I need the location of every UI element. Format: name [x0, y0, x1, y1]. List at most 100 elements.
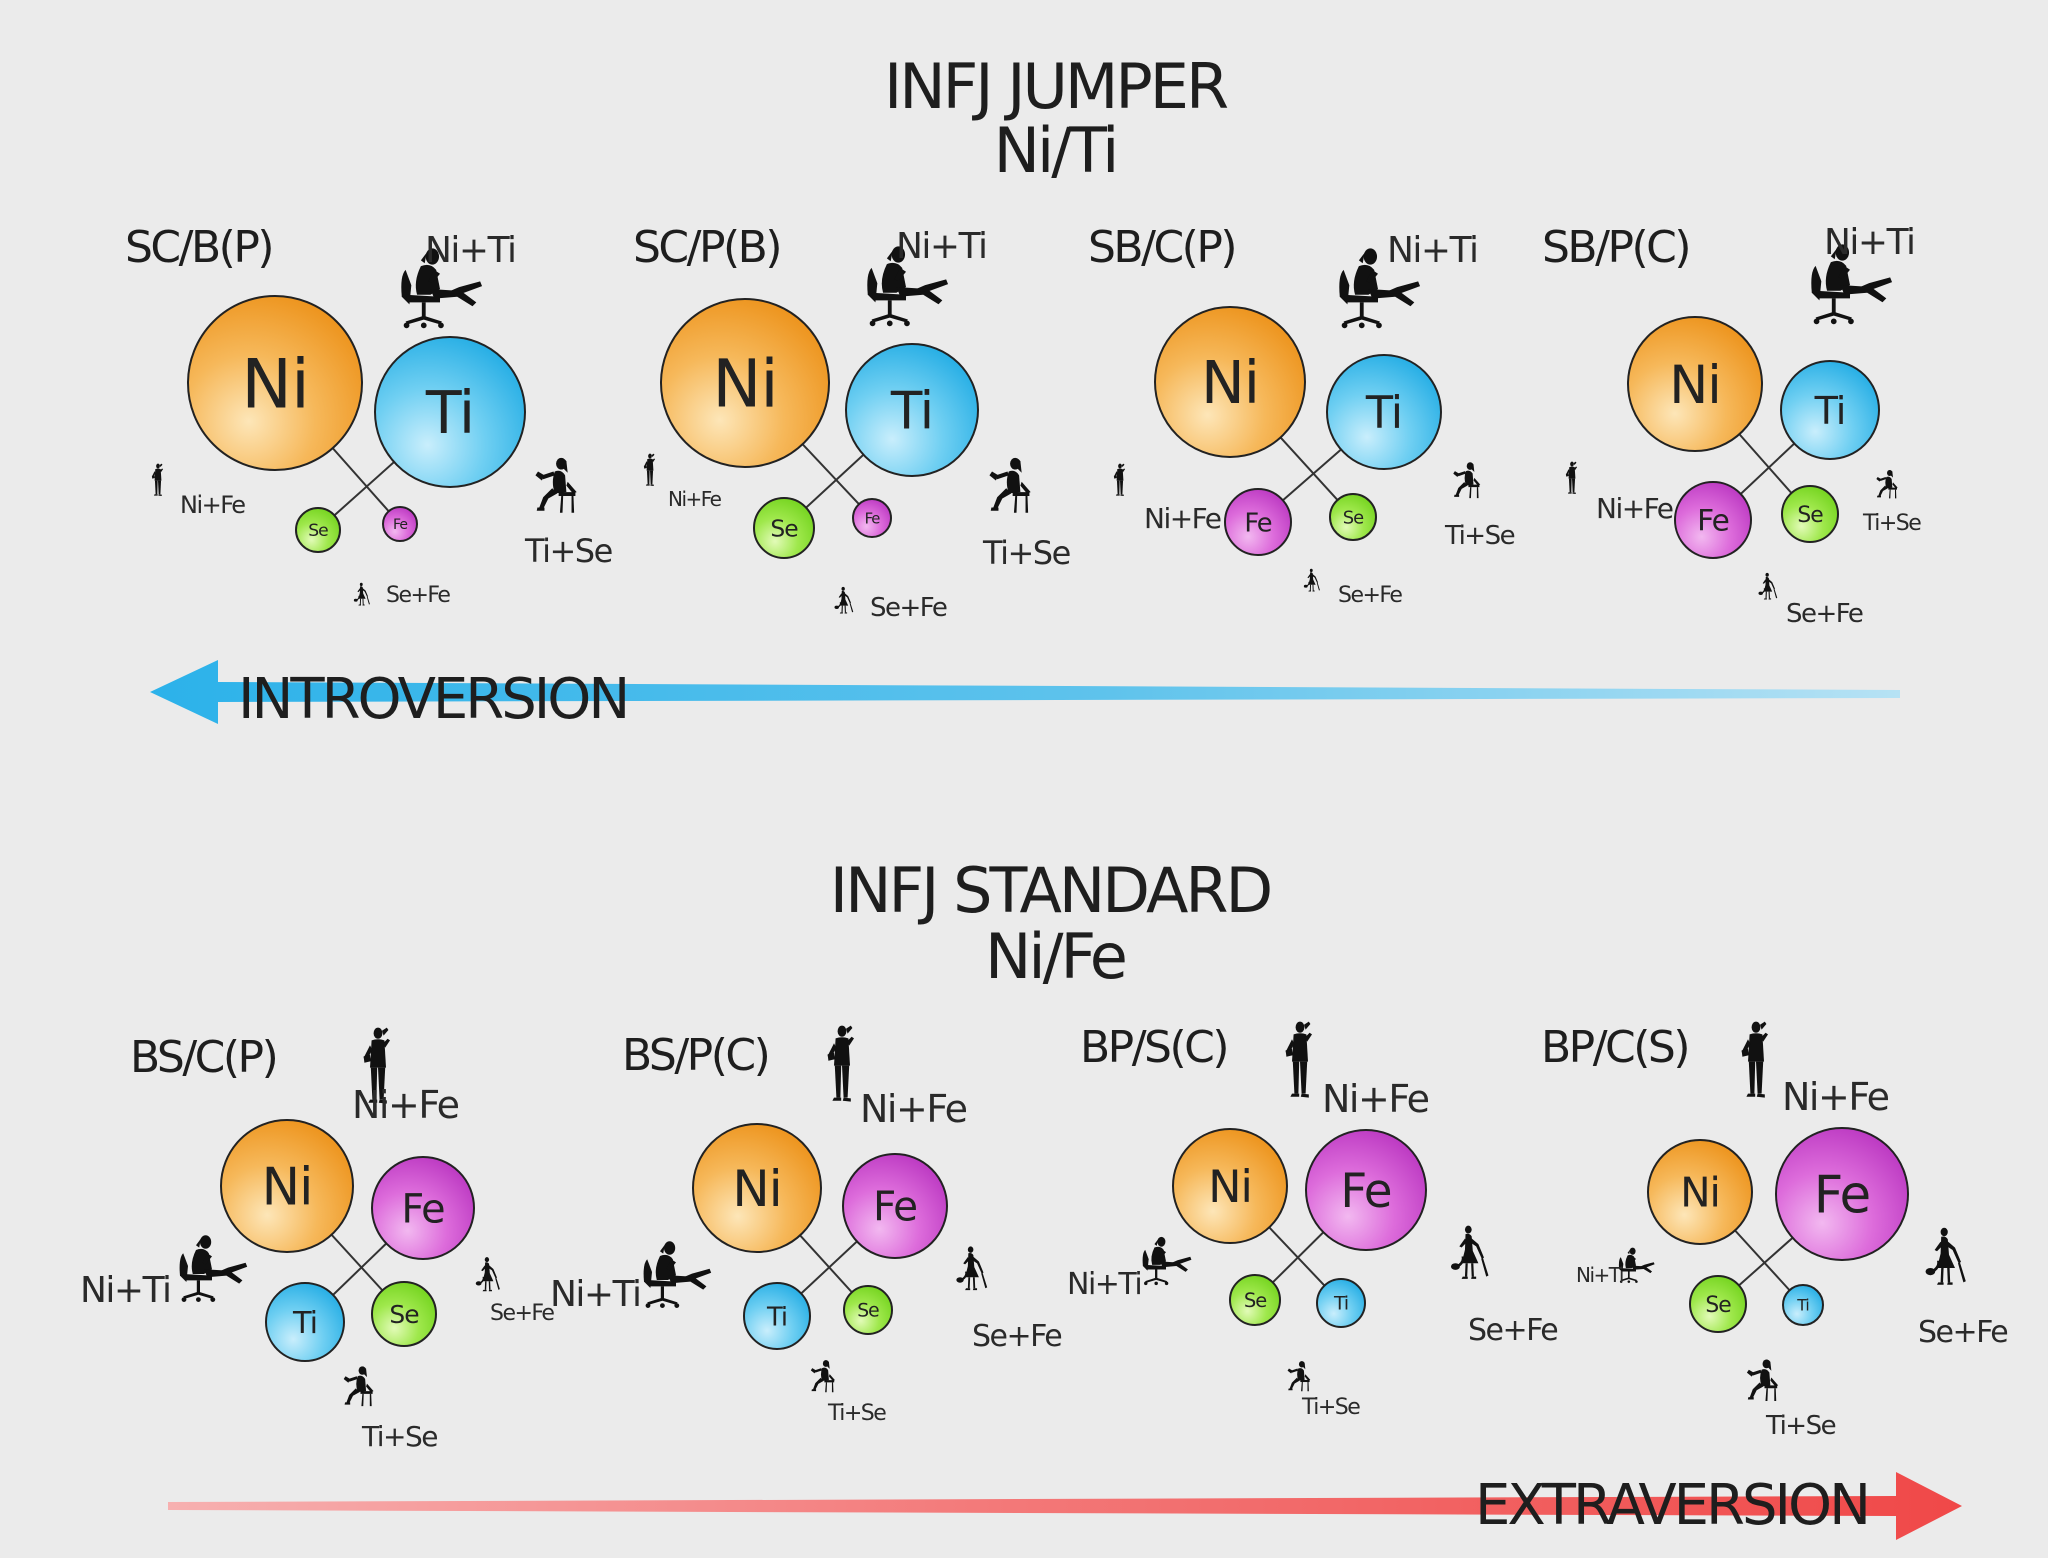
function-circle-se — [295, 507, 341, 553]
sitting-reading-person-icon — [989, 457, 1031, 513]
function-label: Ni — [262, 1158, 313, 1218]
function-label: Se — [389, 1300, 419, 1329]
diagram-label: BS/P(C) — [622, 1030, 768, 1081]
role-label: Ni+Fe — [1596, 492, 1673, 525]
jumper-title: INFJ JUMPER — [884, 50, 1228, 123]
standing-phone-person-icon — [1565, 461, 1578, 494]
function-label: Se — [1797, 503, 1823, 528]
diagram-label: SC/B(P) — [125, 222, 272, 273]
role-label: Se+Fe — [1468, 1313, 1557, 1348]
role-label: Ni+Fe — [352, 1083, 459, 1127]
function-label: Ti — [1365, 388, 1402, 439]
function-circle-se — [843, 1285, 893, 1335]
function-label: Fe — [1340, 1165, 1391, 1219]
standing-phone-person-icon — [1741, 1021, 1768, 1098]
role-label: Ti+Se — [1301, 1395, 1360, 1420]
function-label: Se — [1343, 507, 1364, 528]
function-circle-ni — [220, 1119, 354, 1253]
role-label: Ni+Fe — [1782, 1075, 1889, 1119]
role-label: Se+Fe — [870, 593, 947, 623]
sitting-reading-person-icon — [1876, 470, 1898, 499]
cleaning-person-icon — [475, 1257, 500, 1292]
function-label: Ti — [1814, 390, 1846, 434]
function-circle-ni — [1627, 316, 1763, 452]
role-label: Ni+Fe — [668, 487, 722, 511]
function-circle-fe — [842, 1153, 948, 1259]
function-label: Fe — [873, 1183, 917, 1231]
standing-phone-person-icon — [151, 463, 164, 496]
function-label: Fe — [1244, 508, 1271, 538]
function-circle-ni — [1172, 1128, 1288, 1244]
role-label: Se+Fe — [972, 1319, 1061, 1354]
function-label: Se — [308, 521, 328, 541]
diagram-label: BP/C(S) — [1541, 1022, 1688, 1073]
function-label: Se — [770, 514, 798, 542]
role-label: Se+Fe — [1786, 599, 1863, 629]
function-label: Ti — [292, 1306, 317, 1341]
diagram-label: SB/P(C) — [1542, 222, 1689, 273]
function-circle-fe — [852, 498, 892, 538]
function-label: Ni — [1208, 1162, 1252, 1213]
introversion-arrow — [150, 660, 1900, 724]
extraversion-label: EXTRAVERSION — [1475, 1473, 1868, 1538]
role-label: Ti+Se — [1444, 521, 1515, 551]
diagram-label: SC/P(B) — [633, 222, 780, 273]
function-label: Fe — [1814, 1166, 1870, 1226]
function-circle-ni — [1647, 1139, 1753, 1245]
role-label: Ni+Fe — [180, 491, 245, 519]
function-label: Fe — [393, 517, 407, 533]
function-label: Ti — [425, 379, 474, 447]
role-label: Ni+Fe — [1144, 502, 1221, 535]
function-circle-se — [1689, 1275, 1747, 1333]
diagram-label: BS/C(P) — [130, 1032, 276, 1083]
sitting-reading-person-icon — [810, 1360, 835, 1393]
function-circle-se — [1229, 1274, 1281, 1326]
function-circle-ti — [1326, 354, 1442, 470]
role-label: Ni+Ti — [1824, 222, 1914, 263]
function-circle-ni — [692, 1123, 822, 1253]
function-circle-se — [753, 497, 815, 559]
function-circle-ti — [1782, 1284, 1824, 1326]
sitting-reading-person-icon — [1746, 1359, 1779, 1402]
diagram-label: SB/C(P) — [1088, 222, 1235, 273]
role-label: Ni+Ti — [80, 1270, 170, 1311]
role-label: Se+Fe — [1918, 1315, 2007, 1350]
role-label: Ti+Se — [1765, 1411, 1836, 1441]
cleaning-person-icon — [353, 582, 370, 606]
reclining-chair-person-icon — [179, 1235, 248, 1302]
function-label: Ti — [890, 382, 933, 442]
role-label: Ni+Ti — [1387, 230, 1477, 271]
function-circle-ni — [1154, 306, 1306, 458]
function-label: Ni — [1680, 1169, 1720, 1217]
role-label: Ti+Se — [982, 534, 1070, 572]
function-circle-fe — [382, 506, 418, 542]
reclining-chair-person-icon — [1142, 1236, 1192, 1286]
function-circle-ti — [743, 1282, 811, 1350]
function-circle-fe — [371, 1156, 475, 1260]
cleaning-person-icon — [1303, 568, 1320, 592]
function-label: Fe — [865, 510, 881, 527]
function-circle-ti — [1316, 1278, 1366, 1328]
role-label: Ti+Se — [827, 1401, 886, 1426]
role-label: Ti+Se — [361, 1420, 437, 1453]
role-label: Ni+Ti — [425, 230, 515, 271]
standard-subtitle: Ni/Fe — [985, 920, 1125, 993]
function-label: Ti — [766, 1302, 787, 1332]
cleaning-person-icon — [1450, 1225, 1489, 1279]
function-label: Ni — [712, 347, 777, 423]
function-circle-se — [1781, 485, 1839, 543]
sitting-reading-person-icon — [343, 1366, 374, 1407]
introversion-label: INTROVERSION — [238, 667, 627, 732]
function-label: Ni — [241, 345, 309, 424]
standing-phone-person-icon — [1285, 1021, 1312, 1098]
function-label: Ni — [1669, 355, 1721, 416]
function-circle-ti — [1780, 360, 1880, 460]
